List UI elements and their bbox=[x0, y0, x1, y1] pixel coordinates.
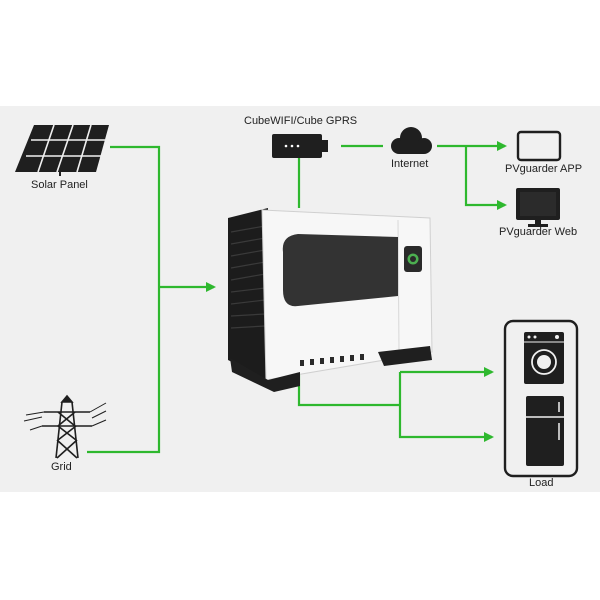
internet-label: Internet bbox=[391, 158, 429, 170]
internet-to-web-arrow bbox=[464, 146, 507, 210]
load-cabinet bbox=[503, 319, 579, 478]
grid-to-inverter-line bbox=[87, 287, 161, 454]
inverter-to-load-line bbox=[297, 368, 400, 407]
transmission-tower-icon bbox=[23, 394, 107, 459]
refrigerator-icon bbox=[526, 396, 564, 466]
wifi-dongle-icon bbox=[272, 134, 328, 158]
load-lower-arrow bbox=[398, 372, 494, 442]
tablet-icon bbox=[516, 130, 562, 162]
solar-panel-icon bbox=[15, 124, 109, 176]
cloud-icon bbox=[391, 127, 432, 154]
grid-label: Grid bbox=[51, 461, 72, 473]
web-label: PVguarder Web bbox=[499, 226, 578, 238]
solar-to-inverter-line bbox=[110, 145, 161, 287]
inverter-image bbox=[228, 208, 433, 392]
load-label: Load bbox=[529, 477, 554, 489]
wifi-label: CubeWIFI/Cube GPRS bbox=[244, 115, 358, 127]
monitor-icon bbox=[516, 188, 560, 227]
app-label: PVguarder APP bbox=[505, 163, 583, 175]
washing-machine-icon bbox=[524, 332, 564, 384]
solar-panel-label: Solar Panel bbox=[31, 179, 88, 191]
